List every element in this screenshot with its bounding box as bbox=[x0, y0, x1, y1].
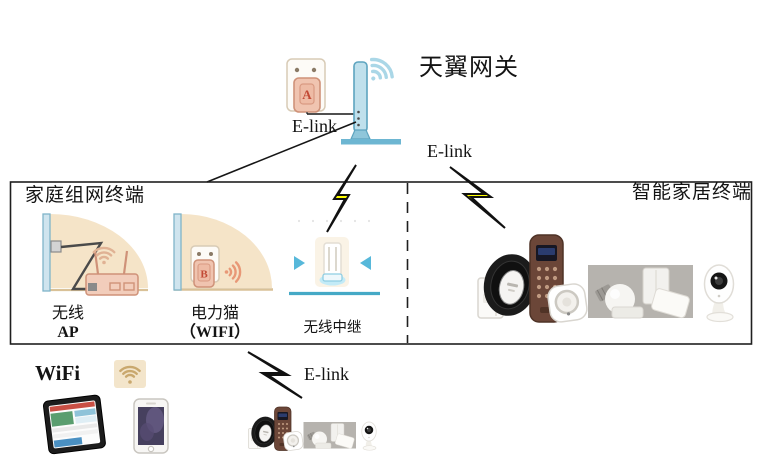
repeater-label: 无线中继 bbox=[303, 320, 362, 336]
adapter-b-letter: B bbox=[200, 269, 208, 281]
elink-label-smart-home: E-link bbox=[427, 141, 472, 161]
powerline-label-line1: 电力猫 bbox=[190, 305, 239, 322]
gateway-illustration: A bbox=[206, 57, 401, 183]
wifi-badge-icon bbox=[114, 360, 146, 388]
adapter-a-letter: A bbox=[302, 87, 312, 102]
phone-illustration bbox=[133, 398, 169, 454]
lightning-bolt-repeater-icon bbox=[326, 164, 357, 233]
gateway-to-box-line bbox=[206, 121, 357, 183]
repeater-illustration bbox=[289, 219, 380, 296]
powerline-label: 电力猫 （WIFI） bbox=[165, 304, 265, 342]
powerline-illustration: B bbox=[173, 213, 273, 291]
wireless-ap-label-line1: 无线 bbox=[51, 305, 84, 322]
ap-wifi-icon bbox=[92, 246, 116, 265]
gateway-router bbox=[341, 61, 401, 145]
right-arrow-icon bbox=[360, 256, 371, 270]
left-arrow-icon bbox=[294, 256, 305, 270]
tablet-illustration bbox=[42, 394, 106, 455]
power-adapter-a: A bbox=[286, 58, 326, 114]
smart-home-devices-small bbox=[247, 406, 377, 452]
home-network-box-title: 家庭组网终端 bbox=[25, 185, 146, 206]
elink-label-clients: E-link bbox=[304, 364, 349, 384]
wireless-ap-label: 无线 AP bbox=[20, 304, 116, 342]
gateway-wifi-icon bbox=[369, 57, 394, 81]
powerline-label-line2: （WIFI） bbox=[179, 324, 251, 341]
lightning-bolt-smart-icon bbox=[449, 166, 506, 229]
smart-home-box-title: 智能家居终端 bbox=[631, 182, 752, 203]
gateway-title: 天翼网关 bbox=[419, 55, 519, 81]
elink-label-gateway: E-link bbox=[292, 116, 337, 136]
lightning-bolt-clients-icon bbox=[247, 351, 303, 399]
wifi-label: WiFi bbox=[35, 361, 81, 385]
terminal-box-border bbox=[9, 181, 753, 345]
wireless-ap-label-line2: AP bbox=[57, 324, 79, 341]
wireless-ap-illustration bbox=[42, 213, 148, 296]
smart-home-devices bbox=[476, 233, 735, 325]
powerline-wifi-icon bbox=[224, 261, 242, 283]
